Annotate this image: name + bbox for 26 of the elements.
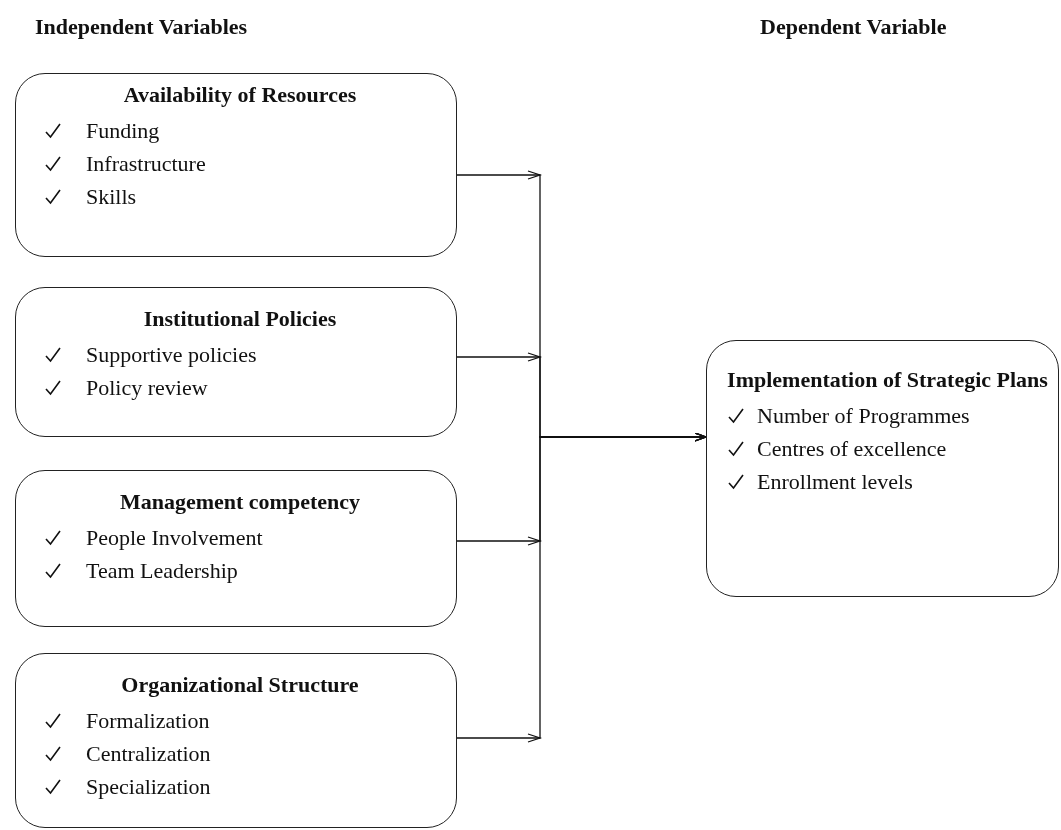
arrow (456, 432, 707, 743)
list-item: People Involvement (86, 524, 263, 551)
list-item: Formalization (86, 707, 210, 734)
rounded-box (15, 73, 457, 257)
rounded-box (706, 340, 1059, 597)
list-item: Centralization (86, 740, 211, 767)
rounded-box (15, 287, 457, 437)
box-heading: Institutional Policies (142, 306, 338, 332)
column-heading: Dependent Variable (760, 14, 947, 40)
list-item: Team Leadership (86, 557, 238, 584)
list-item: Specialization (86, 773, 211, 800)
list-item: Enrollment levels (757, 468, 913, 495)
list-item: Infrastructure (86, 150, 206, 177)
box-heading: Management competency (118, 489, 362, 515)
box-heading: Implementation of Strategic Plans (727, 367, 1048, 393)
list-item: Number of Programmes (757, 402, 970, 429)
rounded-box (15, 470, 457, 627)
box-heading: Availability of Resources (122, 82, 358, 108)
box-heading: Organizational Structure (120, 672, 360, 698)
rounded-box (15, 653, 457, 828)
list-item: Skills (86, 183, 137, 210)
column-heading: Independent Variables (35, 14, 248, 40)
list-item: Policy review (86, 374, 208, 401)
list-item: Centres of excellence (757, 435, 947, 462)
list-item: Supportive policies (86, 341, 257, 368)
list-item: Funding (86, 117, 160, 144)
